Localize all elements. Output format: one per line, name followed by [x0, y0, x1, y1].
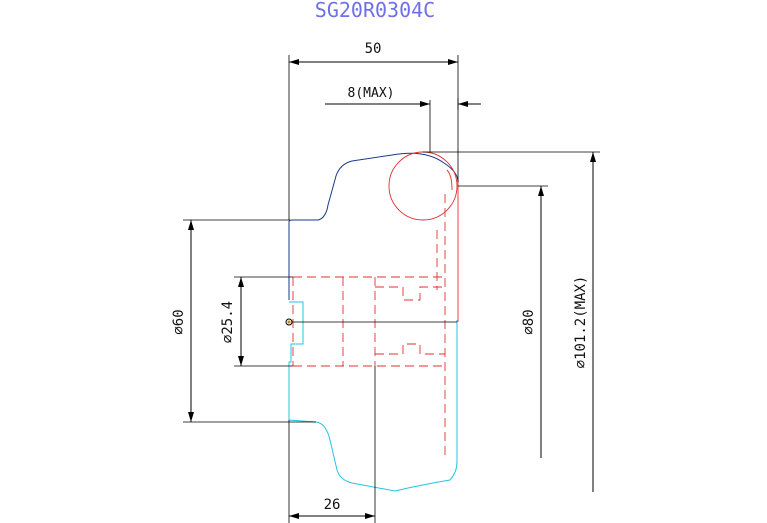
dimension-bore: ⌀25.4 — [220, 276, 293, 367]
part-profile-right-edge — [446, 169, 459, 322]
outer-diameter-label: ⌀101.2(MAX) — [573, 276, 589, 369]
hidden-lines — [292, 194, 446, 455]
dimension-outer-diameter: ⌀101.2(MAX) — [423, 151, 600, 492]
diameter-60-label: ⌀60 — [171, 309, 187, 334]
dimension-hub-width: 26 — [288, 366, 376, 523]
overall-width-label: 50 — [365, 41, 382, 57]
part-outline-lower — [288, 301, 458, 492]
drawing-title: SG20R0304C — [315, 0, 435, 22]
center-axis — [285, 318, 457, 326]
dimension-overall-width: 50 — [288, 41, 459, 220]
diameter-80-label: ⌀80 — [521, 309, 537, 334]
flange-offset-label: 8(MAX) — [348, 86, 395, 101]
dimension-flange-offset: 8(MAX) — [325, 86, 481, 152]
profile-circle — [388, 151, 458, 221]
part-outline-upper — [288, 152, 459, 300]
dimension-diameter-60: ⌀60 — [171, 219, 316, 423]
dimension-diameter-80: ⌀80 — [458, 185, 548, 458]
bore-label: ⌀25.4 — [220, 301, 236, 343]
hub-width-label: 26 — [324, 497, 341, 513]
